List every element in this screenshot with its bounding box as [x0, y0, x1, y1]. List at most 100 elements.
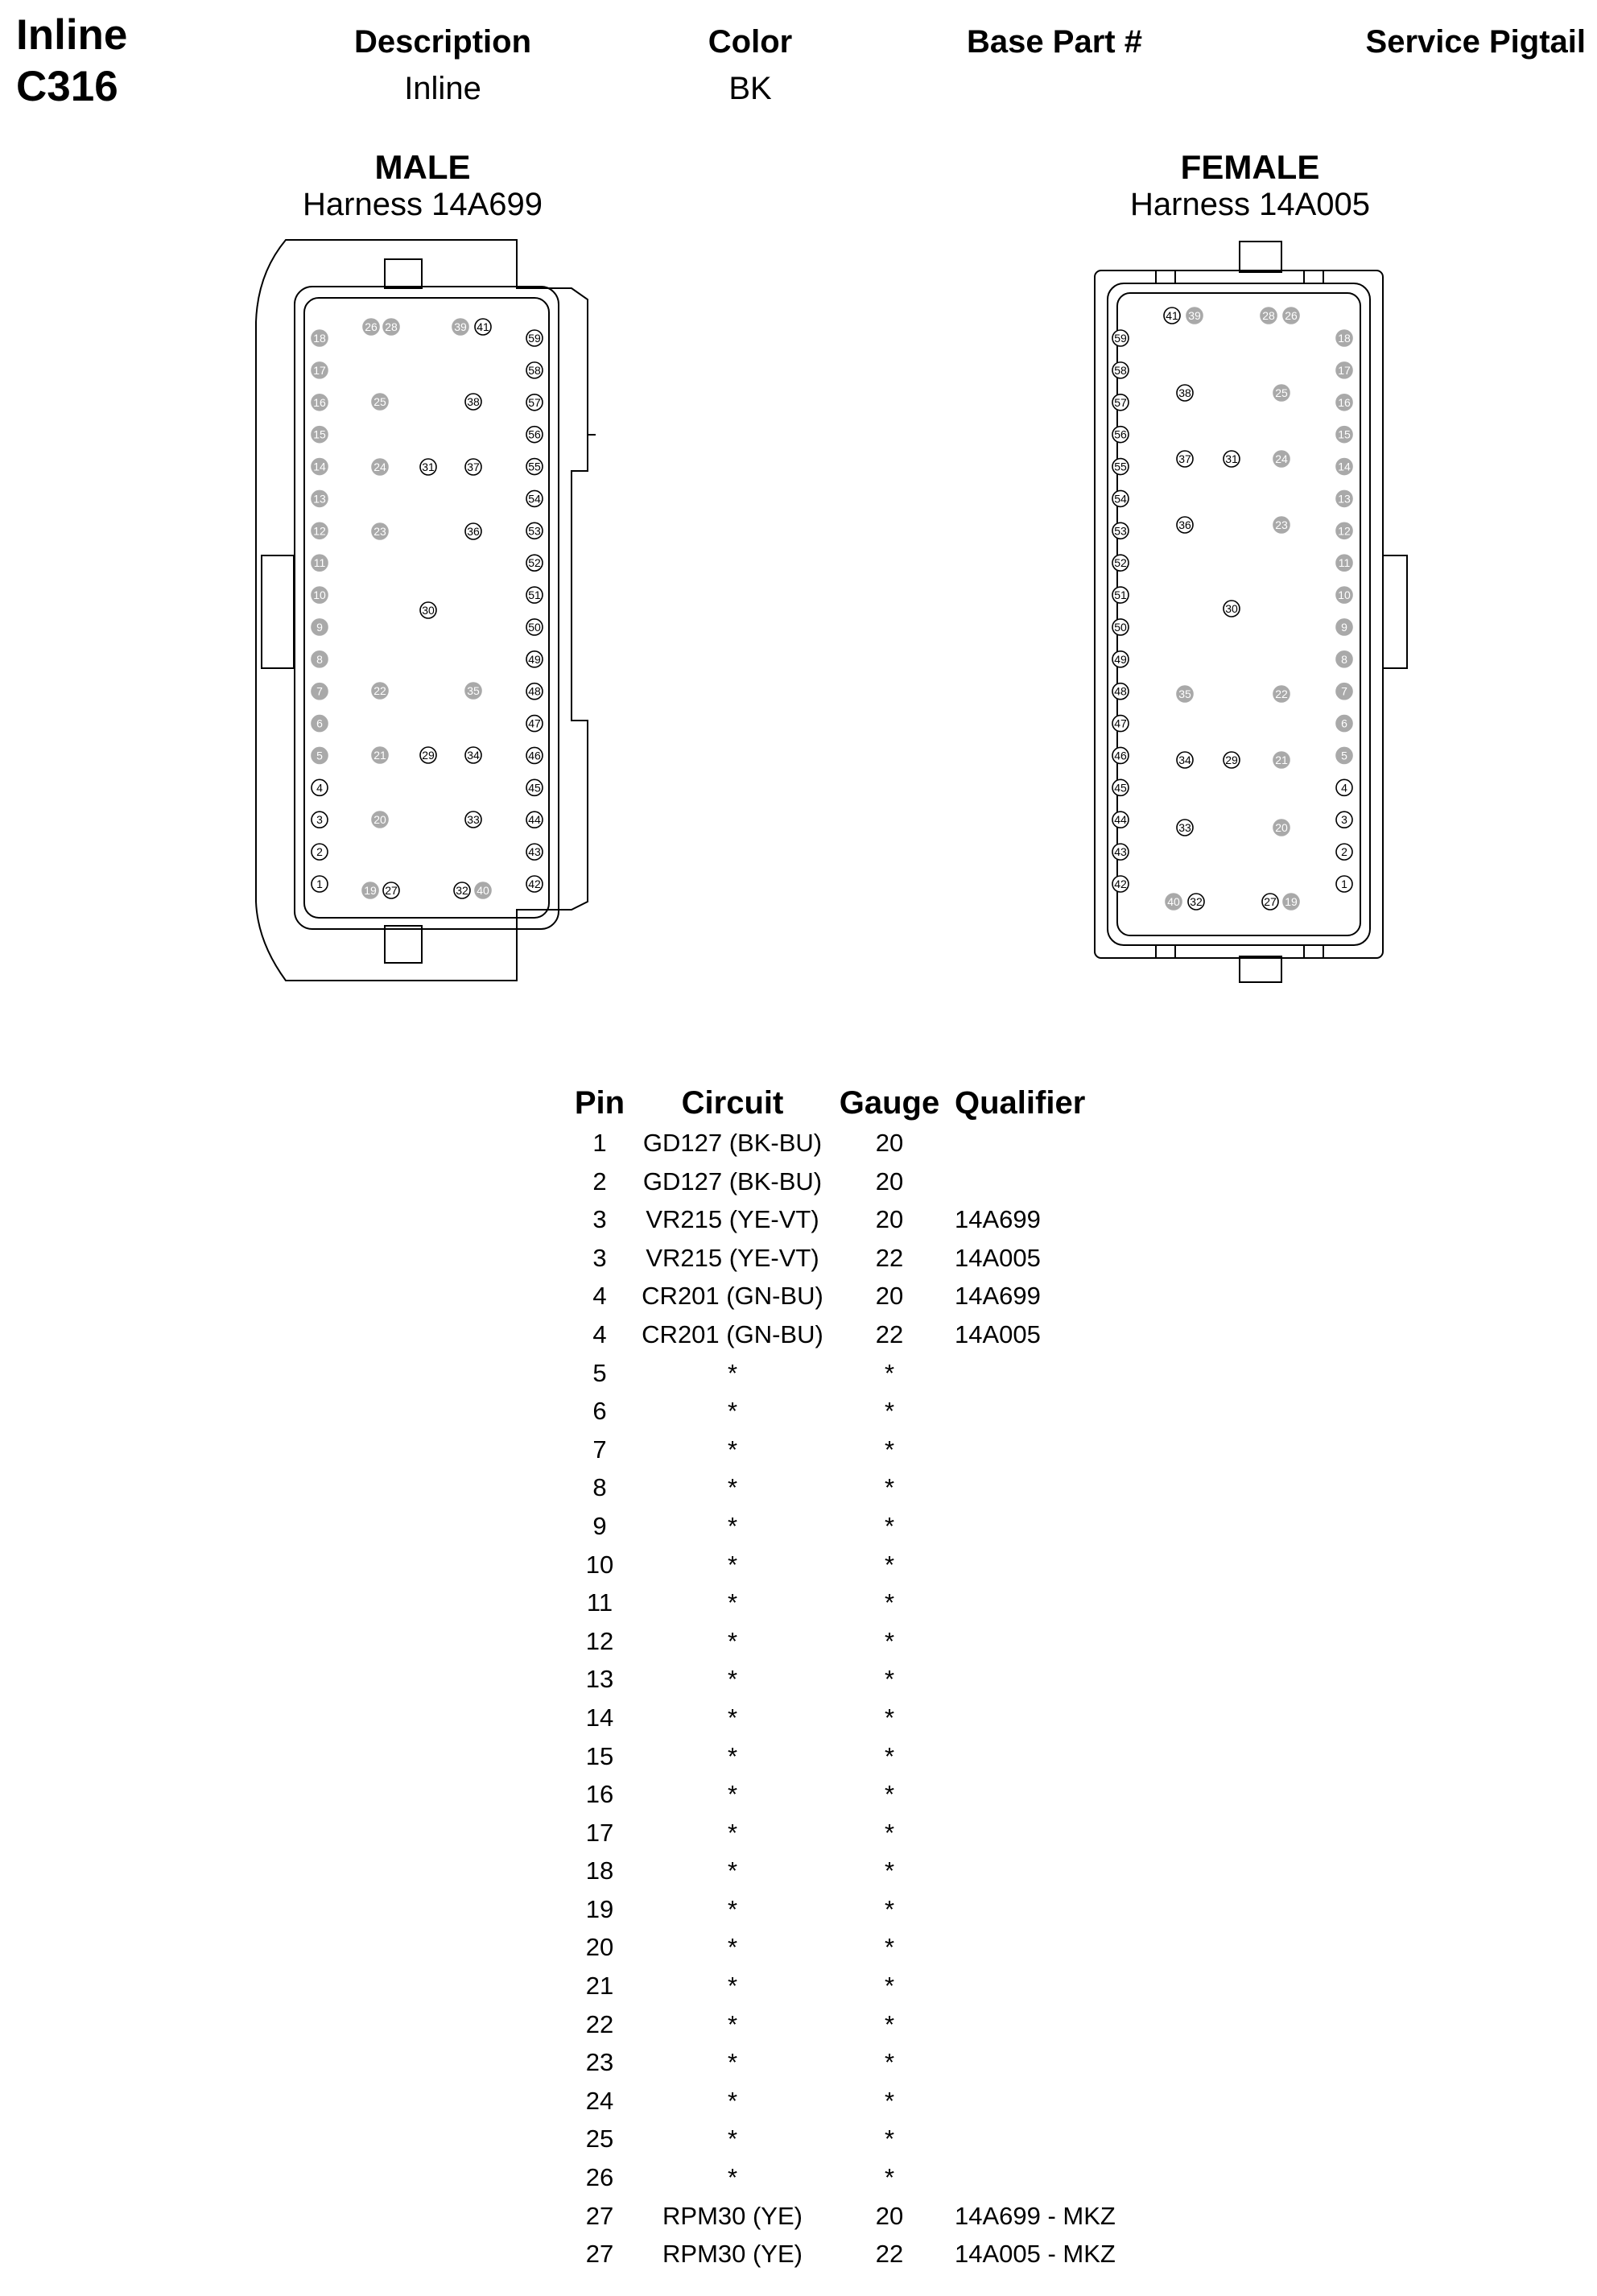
circuit-cell: *: [727, 1626, 738, 1655]
svg-text:11: 11: [1339, 556, 1351, 569]
gauge-cell: *: [884, 2009, 895, 2038]
pin-cavity-57: 57: [1112, 393, 1129, 411]
svg-text:45: 45: [528, 781, 541, 794]
svg-text:29: 29: [1225, 754, 1238, 766]
svg-text:45: 45: [1114, 781, 1127, 794]
pin-cavity-26: 26: [362, 318, 380, 336]
svg-text:9: 9: [316, 621, 323, 634]
svg-text:18: 18: [1338, 332, 1351, 345]
pin-cavity-18: 18: [311, 329, 328, 347]
qualifier-cell: 14A005 - MKZ: [955, 2240, 1116, 2269]
pin-cavity-39: 39: [452, 318, 469, 336]
svg-text:58: 58: [528, 364, 541, 377]
base-part-header: Base Part #: [967, 24, 1142, 60]
svg-text:49: 49: [528, 653, 541, 666]
svg-text:25: 25: [373, 395, 386, 408]
svg-text:10: 10: [1338, 588, 1351, 601]
table-row: 17**: [0, 1815, 1597, 1854]
pin-cavity-8: 8: [311, 650, 328, 668]
pin-cavity-22: 22: [1273, 685, 1290, 703]
pin-cavity-11: 11: [311, 554, 328, 572]
circuit-cell: CR201 (GN-BU): [642, 1319, 823, 1348]
pin-cavity-49: 49: [1112, 650, 1129, 668]
gauge-cell: *: [884, 1511, 895, 1540]
pin-cavity-31: 31: [1223, 450, 1240, 468]
svg-text:1: 1: [316, 878, 323, 890]
svg-text:36: 36: [1178, 518, 1191, 531]
svg-text:31: 31: [1225, 452, 1238, 465]
pin-cavity-47: 47: [526, 714, 543, 733]
svg-text:38: 38: [1178, 386, 1191, 399]
svg-text:33: 33: [1178, 821, 1191, 834]
svg-text:48: 48: [528, 685, 541, 698]
description-header: Description: [353, 24, 532, 60]
pin-cavity-35: 35: [1176, 685, 1194, 703]
pin-cavity-24: 24: [371, 458, 389, 476]
pin-cavity-57: 57: [526, 393, 543, 411]
gauge-cell: *: [884, 1665, 895, 1694]
svg-text:35: 35: [1178, 688, 1191, 700]
pin-cavity-50: 50: [526, 618, 543, 636]
pin-cavity-42: 42: [526, 875, 543, 893]
gauge-cell: 20: [875, 1129, 904, 1157]
connector-id: C316: [16, 63, 118, 110]
svg-text:21: 21: [373, 749, 386, 762]
gauge-cell: *: [884, 2048, 895, 2077]
table-row: 9**: [0, 1509, 1597, 1547]
pin-cell: 9: [592, 1511, 607, 1540]
pin-cavity-52: 52: [1112, 554, 1129, 572]
color-value: BK: [728, 71, 772, 106]
gauge-cell: *: [884, 1550, 895, 1579]
pin-cavity-5: 5: [1335, 746, 1353, 765]
svg-text:9: 9: [1341, 621, 1347, 634]
svg-text:52: 52: [1114, 556, 1127, 569]
svg-text:2: 2: [316, 845, 323, 858]
pin-cell: 5: [592, 1358, 607, 1387]
pin-cavity-15: 15: [1335, 425, 1353, 444]
svg-text:26: 26: [365, 320, 378, 333]
pin-cavity-20: 20: [1273, 819, 1290, 836]
pin-cavity-9: 9: [311, 618, 328, 636]
pin-cavity-36: 36: [1176, 516, 1194, 534]
svg-text:54: 54: [1114, 492, 1127, 505]
description-value: Inline: [404, 71, 481, 106]
pin-cavity-29: 29: [419, 746, 437, 764]
svg-text:24: 24: [373, 460, 386, 473]
pin-cavity-8: 8: [1335, 650, 1353, 668]
svg-text:52: 52: [528, 556, 541, 569]
pin-cavity-42: 42: [1112, 875, 1129, 893]
svg-text:28: 28: [1262, 309, 1275, 322]
svg-text:6: 6: [316, 717, 323, 730]
svg-text:14: 14: [313, 460, 326, 473]
gauge-cell: *: [884, 1894, 895, 1923]
pin-column-header: Pin: [574, 1085, 625, 1121]
pin-cavity-19: 19: [361, 882, 379, 899]
gauge-cell: *: [884, 1972, 895, 2001]
gauge-cell: *: [884, 1856, 895, 1885]
table-row: 26**: [0, 2160, 1597, 2199]
svg-text:42: 42: [1114, 878, 1127, 890]
pin-cavity-29: 29: [1223, 751, 1240, 769]
svg-text:3: 3: [316, 813, 323, 826]
table-row: 11**: [0, 1585, 1597, 1624]
circuit-cell: *: [727, 2163, 738, 2192]
svg-text:25: 25: [1275, 386, 1288, 399]
pin-cavity-22: 22: [371, 682, 389, 700]
svg-text:30: 30: [422, 604, 435, 617]
circuit-column-header: Circuit: [681, 1085, 784, 1121]
pin-cavity-47: 47: [1112, 714, 1129, 733]
pin-cavity-19: 19: [1282, 893, 1300, 911]
pin-cavity-18: 18: [1335, 329, 1353, 347]
svg-text:17: 17: [1338, 364, 1351, 377]
circuit-cell: *: [727, 2048, 738, 2077]
svg-text:55: 55: [528, 460, 541, 473]
svg-text:34: 34: [1178, 754, 1191, 766]
pin-cavity-46: 46: [526, 746, 543, 765]
table-row: 20**: [0, 1930, 1597, 1968]
pin-cavity-40: 40: [474, 882, 492, 899]
pin-cell: 26: [585, 2163, 614, 2192]
pin-cavity-17: 17: [1335, 361, 1353, 379]
